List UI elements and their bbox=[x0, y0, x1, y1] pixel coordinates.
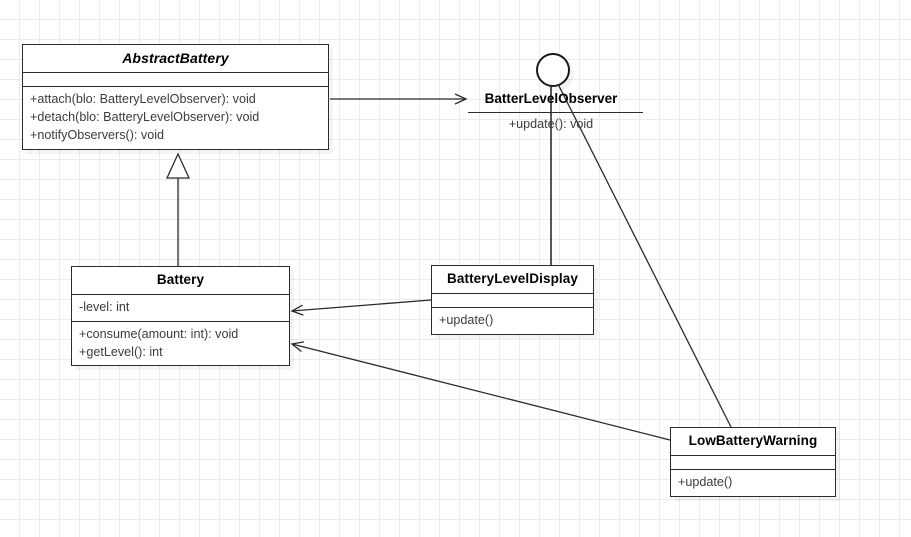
method-item: +getLevel(): int bbox=[79, 344, 163, 359]
class-battery-level-display[interactable]: BatteryLevelDisplay +update() bbox=[431, 265, 594, 335]
attributes-compartment-low-battery-warning bbox=[671, 454, 835, 469]
methods-compartment-battery-level-display: +update() bbox=[432, 306, 593, 334]
class-title-battery-level-display: BatteryLevelDisplay bbox=[447, 271, 578, 286]
method-item: +update() bbox=[439, 312, 494, 327]
edge-observer-to-warning bbox=[556, 81, 732, 428]
method-item: +update() bbox=[678, 474, 733, 489]
edge-warning-to-battery bbox=[290, 341, 671, 441]
methods-compartment-abstract-battery: +attach(blo: BatteryLevelObserver): void… bbox=[23, 86, 328, 149]
class-title-low-battery-warning: LowBatteryWarning bbox=[688, 433, 818, 448]
interface-title: BatterLevelObserver bbox=[484, 91, 618, 106]
methods-compartment-battery: +consume(amount: int): void +getLevel():… bbox=[72, 320, 289, 366]
method-item: +detach(blo: BatteryLevelObserver): void bbox=[30, 110, 260, 125]
attributes-compartment-battery: -level: int bbox=[72, 293, 289, 321]
class-title-battery: Battery bbox=[156, 272, 205, 287]
class-title-abstract-battery: AbstractBattery bbox=[122, 50, 229, 66]
class-battery[interactable]: Battery -level: int +consume(amount: int… bbox=[71, 266, 290, 367]
interface-ball-icon bbox=[536, 53, 570, 87]
interface-method-item: +update(): void bbox=[508, 117, 594, 131]
attributes-compartment-battery-level-display bbox=[432, 292, 593, 307]
method-item: +attach(blo: BatteryLevelObserver): void bbox=[30, 92, 256, 107]
class-abstract-battery[interactable]: AbstractBattery +attach(blo: BatteryLeve… bbox=[22, 44, 329, 151]
attributes-compartment-abstract-battery bbox=[23, 72, 328, 86]
method-item: +notifyObservers(): void bbox=[30, 128, 165, 143]
interface-separator bbox=[468, 112, 643, 113]
class-low-battery-warning[interactable]: LowBatteryWarning +update() bbox=[670, 427, 836, 497]
methods-compartment-low-battery-warning: +update() bbox=[671, 468, 835, 496]
attribute-item: -level: int bbox=[79, 299, 130, 314]
edge-display-to-battery bbox=[290, 299, 432, 316]
method-item: +consume(amount: int): void bbox=[79, 326, 239, 341]
edge-battery-generalization bbox=[165, 152, 191, 266]
